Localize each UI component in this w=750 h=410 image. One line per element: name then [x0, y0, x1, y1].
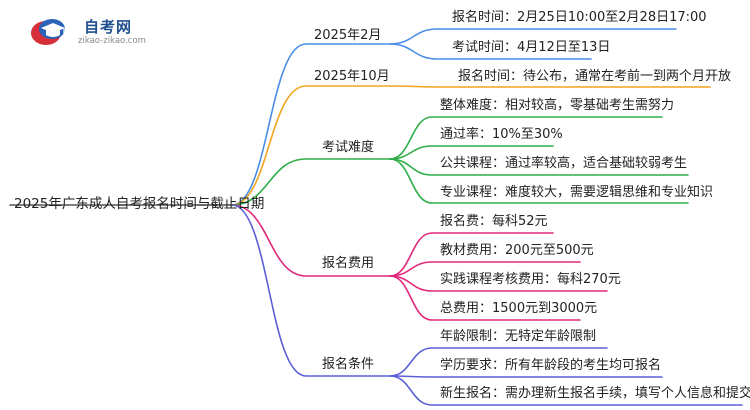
connector-lines	[9, 28, 743, 406]
leaf-public-courses: 公共课程：通过率较高，适合基础较弱考生	[440, 156, 688, 171]
root-topic: 2025年广东成人自考报名时间与截止日期	[14, 196, 265, 212]
branch-fees: 报名费用	[322, 256, 375, 271]
leaf-pass-rate: 通过率：10%至30%	[440, 127, 563, 142]
leaf-connector	[389, 375, 743, 406]
leaf-connector	[389, 375, 663, 378]
leaf-total-fee: 总费用：1500元到3000元	[440, 301, 598, 316]
leaf-connector	[389, 158, 689, 204]
leaf-connector	[389, 116, 663, 160]
leaf-connector	[389, 43, 592, 60]
leaf-overall-difficulty: 整体难度：相对较高，零基础考生需努力	[440, 98, 675, 113]
site-logo[interactable]: 自考网 zikao-zikao.com	[22, 14, 152, 50]
leaf-practice-fee: 实践课程考核费用：每科270元	[440, 272, 621, 287]
leaf-connector	[389, 145, 554, 160]
branch-connector	[231, 85, 391, 206]
leaf-education-requirement: 学历要求：所有年龄段的考生均可报名	[440, 358, 662, 373]
branch-conditions: 报名条件	[322, 357, 375, 372]
leaf-connector	[389, 261, 581, 277]
leaf-connector	[389, 85, 711, 88]
leaf-textbook-fee: 教材费用：200元至500元	[440, 243, 594, 258]
leaf-feb-exam: 考试时间：4月12日至13日	[452, 40, 611, 55]
leaf-oct-registration: 报名时间：待公布，通常在考前一到两个月开放	[458, 69, 732, 84]
branch-difficulty: 考试难度	[322, 140, 375, 155]
branch-connector	[231, 204, 391, 377]
logo-url: zikao-zikao.com	[78, 36, 146, 46]
leaf-registration-fee: 报名费：每科52元	[440, 214, 548, 229]
graduation-cap-icon	[31, 19, 65, 45]
branch-connector	[231, 158, 391, 206]
leaf-new-student: 新生报名：需办理新生报名手续，填写个人信息和提交材料	[440, 386, 750, 401]
leaf-connector	[389, 28, 677, 45]
leaf-connector	[389, 275, 581, 321]
leaf-major-courses: 专业课程：难度较大，需要逻辑思维和专业知识	[440, 185, 714, 200]
leaf-connector	[389, 347, 608, 377]
leaf-connector	[389, 232, 554, 277]
leaf-feb-registration: 报名时间：2月25日10:00至2月28日17:00	[452, 10, 707, 25]
logo-name: 自考网	[84, 18, 133, 36]
leaf-age-limit: 年龄限制：无特定年龄限制	[440, 329, 597, 344]
branch-connector	[231, 204, 391, 277]
branch-connector	[231, 43, 391, 206]
branch-oct-2025: 2025年10月	[314, 69, 390, 84]
branch-feb-2025: 2025年2月	[314, 28, 382, 43]
